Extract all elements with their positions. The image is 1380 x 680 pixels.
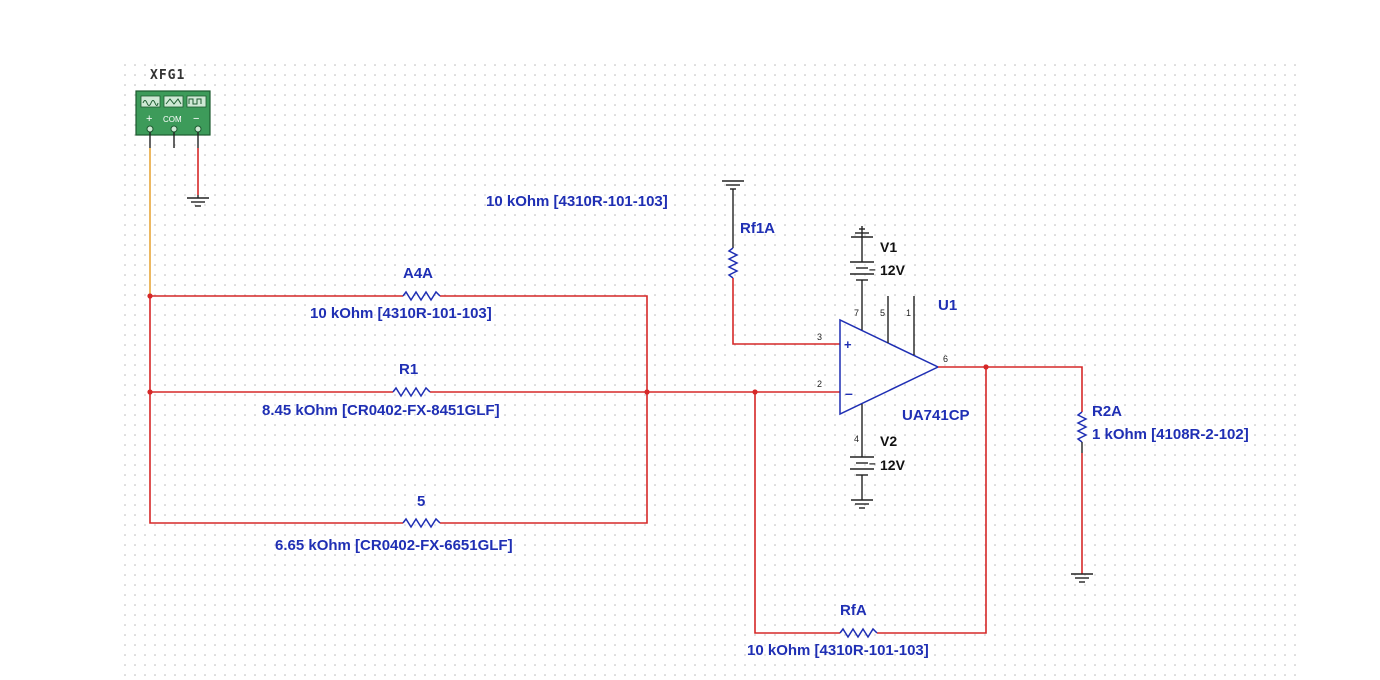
a4a-value: 10 kOhm [4310R-101-103] xyxy=(310,305,492,322)
svg-text:–: – xyxy=(869,456,876,470)
pin-3-label: 3 xyxy=(817,332,822,342)
feedback-wire-right[interactable] xyxy=(877,367,987,634)
rf1a-value: 10 kOhm [4310R-101-103] xyxy=(486,193,668,210)
r1-value: 8.45 kOhm [CR0402-FX-8451GLF] xyxy=(262,402,500,419)
pin-2-label: 2 xyxy=(817,379,822,389)
a4a-name: A4A xyxy=(403,265,433,282)
svg-text:–: – xyxy=(869,262,876,276)
v2-value: 12V xyxy=(880,457,906,473)
plus-sign: + xyxy=(844,337,852,352)
pin-7-label: 7 xyxy=(854,308,859,318)
pin-1-label: 1 xyxy=(906,308,911,318)
resistor-r2a[interactable]: R2A 1 kOhm [4108R-2-102] xyxy=(1076,403,1249,443)
xfg1-label: XFG1 xyxy=(150,68,185,83)
waveform-buttons xyxy=(140,95,207,108)
terminal-com-label: COM xyxy=(163,115,182,124)
minus-sign: – xyxy=(845,385,853,401)
v1-value: 12V xyxy=(880,262,906,278)
function-generator-xfg1[interactable]: XFG1 + COM − xyxy=(135,68,211,136)
resistor-rf1a-icon xyxy=(727,247,739,279)
r2a-name: R2A xyxy=(1092,403,1122,420)
grid-background xyxy=(122,62,1304,677)
noninverting-input-wire[interactable] xyxy=(732,278,840,345)
v2-name: V2 xyxy=(880,433,897,449)
r1-name: R1 xyxy=(399,361,418,378)
pin-6-label: 6 xyxy=(943,354,948,364)
resistor-rf1a[interactable]: Rf1A 10 kOhm [4310R-101-103] xyxy=(486,193,775,279)
resistor-r1-icon xyxy=(392,386,431,398)
ground-icon xyxy=(851,499,873,509)
pin-5-label: 5 xyxy=(880,308,885,318)
opamp-triangle-icon xyxy=(839,318,940,416)
r5-name: 5 xyxy=(417,493,425,510)
rf1a-name: Rf1A xyxy=(740,220,775,237)
terminal-plus-label: + xyxy=(146,113,152,125)
resistor-rfa-icon xyxy=(839,627,878,639)
v1-name: V1 xyxy=(880,239,897,255)
terminal-minus-label: − xyxy=(193,113,199,125)
rfa-value: 10 kOhm [4310R-101-103] xyxy=(747,642,929,659)
resistor-a4a-icon xyxy=(402,290,441,302)
feedback-wire-left[interactable] xyxy=(754,392,840,634)
pin-4-label: 4 xyxy=(854,434,859,444)
resistor-rfa[interactable]: RfA 10 kOhm [4310R-101-103] xyxy=(747,602,929,659)
battery-v1[interactable]: – V1 12V xyxy=(850,226,906,296)
r2a-value: 1 kOhm [4108R-2-102] xyxy=(1092,426,1249,443)
square-wave-icon[interactable] xyxy=(188,98,202,105)
sine-wave-icon[interactable] xyxy=(142,100,159,106)
input-network-wires[interactable] xyxy=(149,295,840,524)
rfa-name: RfA xyxy=(840,602,867,619)
resistor-r2a-icon xyxy=(1076,411,1088,443)
u1-part: UA741CP xyxy=(902,407,970,424)
resistor-5-icon xyxy=(402,517,441,529)
r5-value: 6.65 kOhm [CR0402-FX-6651GLF] xyxy=(275,537,513,554)
ground-icon xyxy=(187,195,209,207)
battery-v2[interactable]: – V2 12V xyxy=(850,433,906,509)
triangle-wave-icon[interactable] xyxy=(165,98,182,105)
resistor-a4a[interactable]: A4A 10 kOhm [4310R-101-103] xyxy=(310,265,492,322)
resistor-r1[interactable]: R1 8.45 kOhm [CR0402-FX-8451GLF] xyxy=(262,361,500,419)
ground-icon xyxy=(1071,573,1093,583)
opamp-u1[interactable]: + – U1 UA741CP 3 2 6 7 5 1 4 xyxy=(817,296,970,448)
resistor-5[interactable]: 5 6.65 kOhm [CR0402-FX-6651GLF] xyxy=(275,493,513,554)
u1-name: U1 xyxy=(938,297,957,314)
